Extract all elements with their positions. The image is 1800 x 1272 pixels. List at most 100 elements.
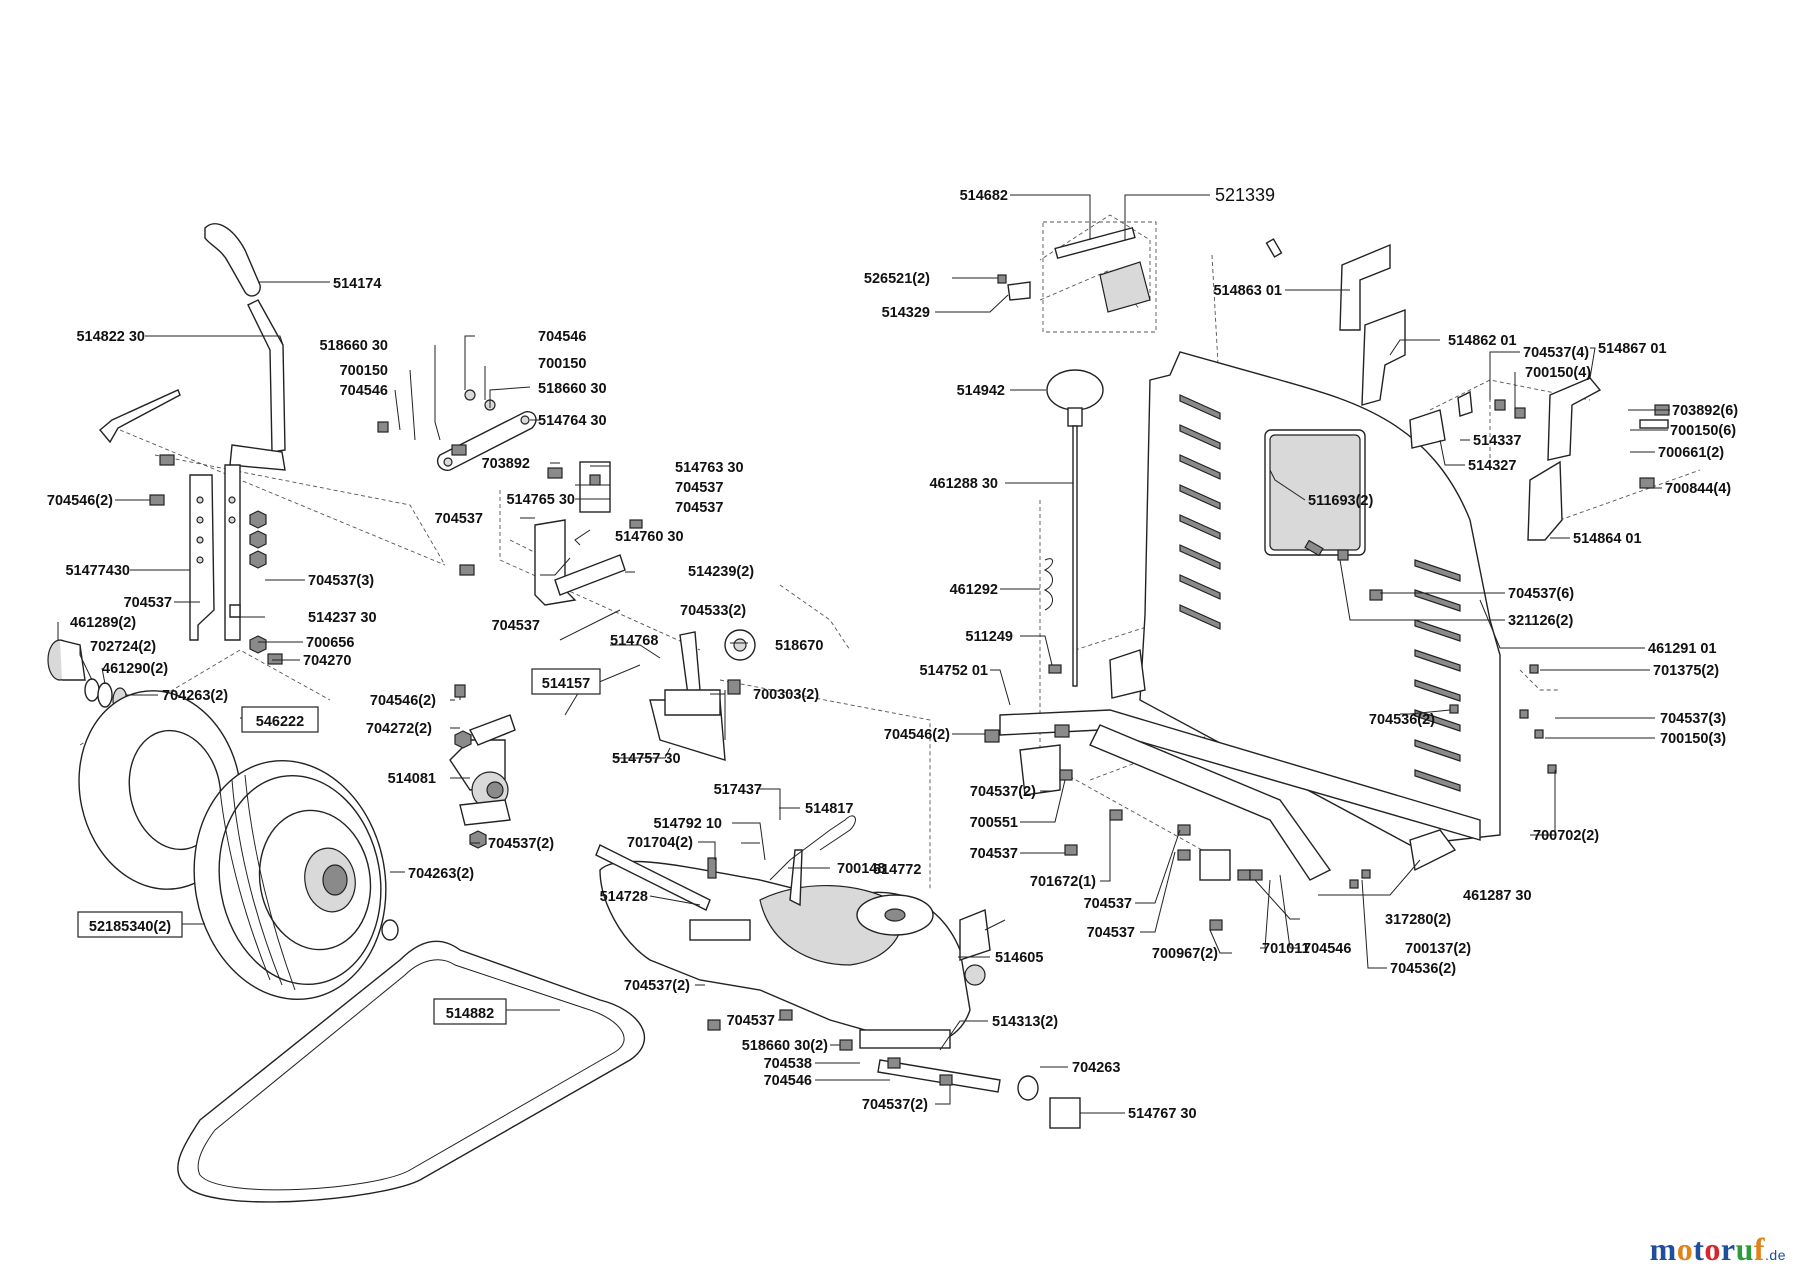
callout-700137-2: 700137(2): [1405, 941, 1471, 957]
callout-514768: 514768: [610, 633, 658, 649]
callout-518670: 518670: [775, 638, 823, 654]
callout-704272-2: 704272(2): [366, 721, 432, 737]
callout-704533-2: 704533(2): [680, 603, 746, 619]
callout-boxes: [77, 668, 601, 1025]
callout-317280-2: 317280(2): [1385, 912, 1451, 928]
leader-lines: [57, 194, 1670, 1114]
callout-518660-30-2: 518660 30(2): [742, 1038, 828, 1054]
callout-700303-2: 700303(2): [753, 687, 819, 703]
callout-514329: 514329: [882, 305, 930, 321]
callout-701375-2: 701375(2): [1653, 663, 1719, 679]
logo-letter: f: [1753, 1231, 1766, 1267]
logo-letter: o: [1704, 1231, 1721, 1267]
callout-700150-4: 700150(4): [1525, 365, 1591, 381]
callout-514327: 514327: [1468, 458, 1516, 474]
callout-704546-a: 704546: [340, 383, 388, 399]
callout-701011: 701011: [1262, 941, 1310, 957]
callout-700150-6: 700150(6): [1670, 423, 1736, 439]
callout-514174: 514174: [333, 276, 381, 292]
callout-511693-2: 511693(2): [1308, 493, 1373, 509]
bracket-right-parts: [1265, 238, 1670, 601]
callout-514313-2: 514313(2): [992, 1014, 1058, 1030]
callout-704263: 704263: [1072, 1060, 1120, 1076]
callout-521339: 521339: [1215, 185, 1275, 205]
linkage-parts: [377, 389, 756, 761]
callout-700150-3: 700150(3): [1660, 731, 1726, 747]
steering-lever-part: [99, 223, 286, 665]
callout-704537-h: 704537: [1084, 896, 1132, 912]
callout-700661-2: 700661(2): [1658, 445, 1724, 461]
callout-704537-d: 704537: [435, 511, 483, 527]
callout-704537-f: 704537: [727, 1013, 775, 1029]
callout-704537-2-a: 704537(2): [488, 836, 554, 852]
callout-514792-10: 514792 10: [653, 816, 722, 832]
callout-704537-e: 704537: [492, 618, 540, 634]
vent-slots: [1179, 394, 1461, 792]
callout-704536-2-b: 704536(2): [1369, 712, 1435, 728]
back-plate-part: [999, 351, 1501, 881]
callout-704537-2-c: 704537(2): [862, 1097, 928, 1113]
callout-511249: 511249: [965, 629, 1013, 645]
callout-704263-2-a: 704263(2): [162, 688, 228, 704]
callout-704537-a: 704537: [124, 595, 172, 611]
callout-704546-2-b: 704546(2): [370, 693, 436, 709]
callout-702724-2: 702724(2): [90, 639, 156, 655]
callout-700702-2: 700702(2): [1533, 828, 1599, 844]
callout-514882: 514882: [446, 1006, 494, 1022]
callout-703892-6: 703892(6): [1672, 403, 1738, 419]
callout-700150-b: 700150: [538, 356, 586, 372]
callout-514757-30: 514757 30: [612, 751, 681, 767]
bracket-part: [449, 684, 516, 849]
callout-514760-30: 514760 30: [615, 529, 684, 545]
shift-knob-part: [1043, 369, 1104, 687]
callout-514772: 514772: [873, 862, 921, 878]
parts-artwork: [47, 223, 1670, 1203]
callout-700967-2: 700967(2): [1152, 946, 1218, 962]
callout-704546-d: 704546: [1303, 941, 1351, 957]
logo-letter: t: [1693, 1231, 1705, 1267]
callout-704537-i: 704537: [1087, 925, 1135, 941]
callout-704537-b: 704537: [675, 480, 723, 496]
callout-514337: 514337: [1473, 433, 1521, 449]
callout-514237-30: 514237 30: [308, 610, 377, 626]
callout-514752-01: 514752 01: [919, 663, 988, 679]
callout-701672-1: 701672(1): [1030, 874, 1096, 890]
callout-701704-2: 701704(2): [627, 835, 693, 851]
callout-704537-c: 704537: [675, 500, 723, 516]
logo-letter: m: [1649, 1231, 1677, 1267]
callout-704270: 704270: [303, 653, 351, 669]
callout-52185340-2: 52185340(2): [89, 919, 171, 935]
callout-514942: 514942: [957, 383, 1005, 399]
callout-517437: 517437: [714, 782, 762, 798]
callout-704536-2-a: 704536(2): [1390, 961, 1456, 977]
callout-461292: 461292: [950, 582, 998, 598]
callout-526521-2: 526521(2): [864, 271, 930, 287]
callout-704546-2-a: 704546(2): [47, 493, 113, 509]
callout-461287-30: 461287 30: [1463, 888, 1532, 904]
callout-514728: 514728: [600, 889, 648, 905]
motoruf-logo: motoruf.de: [1650, 1231, 1786, 1268]
callout-704546-b: 704546: [538, 329, 586, 345]
tire-part: [78, 690, 399, 1001]
callout-700148: 700148: [837, 861, 885, 877]
callout-514682: 514682: [960, 188, 1008, 204]
callout-704546-2-c: 704546(2): [884, 727, 950, 743]
callout-514765-30: 514765 30: [506, 492, 575, 508]
callout-700551: 700551: [970, 815, 1018, 831]
callout-514817: 514817: [805, 801, 853, 817]
callout-461288-30: 461288 30: [929, 476, 998, 492]
logo-suffix: .de: [1765, 1247, 1786, 1263]
callout-700656: 700656: [306, 635, 354, 651]
callout-704537-2-b: 704537(2): [624, 978, 690, 994]
callout-703892: 703892: [482, 456, 530, 472]
callout-514157: 514157: [542, 676, 590, 692]
callout-514767-30: 514767 30: [1128, 1106, 1197, 1122]
callout-704546-c: 704546: [764, 1073, 812, 1089]
callout-704538: 704538: [764, 1056, 812, 1072]
callout-704537-4: 704537(4): [1523, 345, 1589, 361]
callout-704537-6: 704537(6): [1508, 586, 1574, 602]
logo-letter: o: [1676, 1231, 1694, 1267]
callout-514862-01: 514862 01: [1448, 333, 1517, 349]
callout-704537-g: 704537: [970, 846, 1018, 862]
